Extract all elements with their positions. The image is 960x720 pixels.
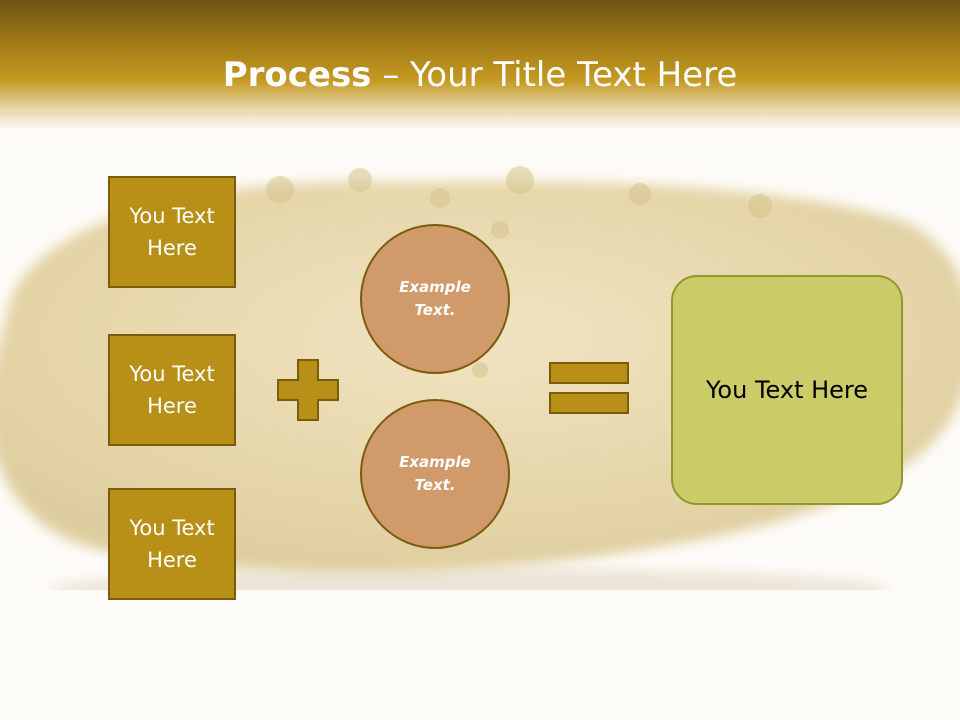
- title-bold-part: Process: [222, 55, 372, 95]
- text-box-label: You Text Here: [129, 204, 215, 260]
- title-rest: – Your Title Text Here: [371, 55, 738, 95]
- plus-icon: [277, 359, 339, 421]
- circle-label: Example Text.: [399, 278, 471, 319]
- result-box: You Text Here: [671, 275, 903, 505]
- text-box-label: You Text Here: [129, 516, 215, 572]
- text-box-label: You Text Here: [129, 362, 215, 418]
- text-box-2: You Text Here: [108, 334, 236, 446]
- equals-icon: [549, 362, 629, 414]
- text-box-3: You Text Here: [108, 488, 236, 600]
- text-box-1: You Text Here: [108, 176, 236, 288]
- header-band: [0, 0, 960, 130]
- example-circle-2: Example Text.: [360, 399, 510, 549]
- example-circle-1: Example Text.: [360, 224, 510, 374]
- circle-label: Example Text.: [399, 453, 471, 494]
- slide-title: Process – Your Title Text Here: [0, 50, 960, 100]
- result-label: You Text Here: [705, 376, 869, 404]
